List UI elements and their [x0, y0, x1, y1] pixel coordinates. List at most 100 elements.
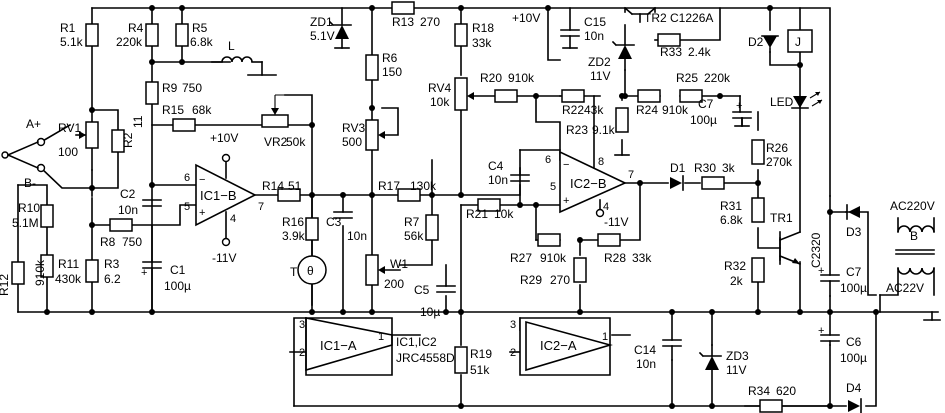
label-r7: R7	[404, 215, 420, 229]
relay-j: J	[787, 29, 813, 53]
label-r12: R12	[0, 274, 11, 296]
capacitor-c3	[333, 211, 353, 219]
resistor-r31	[751, 197, 765, 223]
zener-zd3	[698, 344, 722, 370]
label-r30: R30	[694, 161, 716, 175]
value-c1: 100µ	[164, 279, 191, 293]
label-r5: R5	[192, 21, 208, 35]
svg-text:+: +	[736, 100, 742, 112]
ic1b-label: IC1−B	[200, 188, 237, 203]
potentiometer-rv1[interactable]	[76, 121, 99, 149]
label-r28: R28	[604, 251, 626, 265]
opamp-ic1b: IC1−B − + 6 5 7 4	[184, 153, 264, 247]
label-r21: R21	[466, 207, 488, 221]
svg-text:+: +	[563, 195, 569, 207]
label-c5: C5	[414, 283, 430, 297]
value-r20: 910k	[508, 71, 535, 85]
ic2b-label: IC2−B	[570, 176, 607, 191]
transformer-label: B	[910, 229, 918, 243]
rail-ic1-positive: +10V	[210, 131, 238, 145]
resistor-r15	[172, 118, 196, 132]
label-r15: R15	[162, 103, 184, 117]
capacitor-c7-supply: +	[818, 265, 840, 297]
diodes	[328, 20, 862, 413]
label-led: LED	[770, 95, 794, 109]
label-r27: R27	[510, 251, 532, 265]
value-r8: 750	[122, 235, 142, 249]
capacitor-c14	[662, 339, 682, 361]
ic-note-line2: JRC4558D	[396, 351, 455, 365]
resistor-r6	[365, 54, 379, 81]
svg-text:4: 4	[230, 213, 236, 225]
value-zd2: 11V	[590, 69, 610, 83]
value-c4: 10n	[488, 173, 508, 187]
value-r23: 9.1k	[592, 123, 616, 137]
value-c3: 10n	[347, 229, 367, 243]
ic2a-label: IC2−A	[540, 338, 577, 353]
label-c7-relay: C7	[698, 97, 714, 111]
label-zd3: ZD3	[726, 349, 749, 363]
resistor-r2	[111, 129, 125, 153]
resistor-r19	[454, 346, 468, 374]
label-r26: R26	[766, 141, 788, 155]
value-r26: 270k	[766, 155, 793, 169]
capacitor-c2	[142, 199, 162, 207]
value-r29: 270	[550, 273, 570, 287]
terminal-common[interactable]	[1, 151, 9, 159]
resistor-r30	[701, 176, 725, 190]
transistor-tr2	[623, 6, 657, 23]
value-r5: 6.8k	[190, 35, 214, 49]
label-r11: R11	[58, 257, 79, 271]
resistor-r5	[175, 23, 189, 47]
potentiometer-w1[interactable]	[365, 254, 385, 286]
label-l: L	[228, 39, 235, 53]
capacitors: + + + +	[141, 29, 840, 361]
resistor-r24	[637, 89, 661, 103]
potentiometer-vr2[interactable]	[261, 94, 289, 128]
label-r29: R29	[520, 273, 542, 287]
resistor-r16	[305, 217, 319, 241]
label-r16: R16	[282, 215, 304, 229]
resistor-r3	[85, 259, 99, 283]
rail-top-positive: +10V	[512, 11, 540, 25]
resistor-r32	[751, 257, 765, 283]
potentiometer-rv4[interactable]	[454, 77, 474, 111]
svg-text:6: 6	[545, 154, 551, 166]
resistor-r8	[109, 218, 133, 232]
value-r33: 2.4k	[688, 45, 712, 59]
label-c14: C14	[634, 343, 656, 357]
label-b-minus: B-	[24, 176, 36, 190]
value-r2: 11	[131, 115, 145, 128]
resistor-r1	[85, 23, 99, 47]
label-r17: R17	[378, 179, 400, 193]
resistor-r14	[277, 188, 301, 202]
label-r19: R19	[470, 347, 492, 361]
resistor-r4	[145, 23, 159, 47]
resistor-r25	[679, 89, 703, 103]
value-r22: 43k	[584, 103, 604, 117]
label-r9: R9	[162, 81, 178, 95]
resistor-r7	[425, 214, 439, 241]
svg-text:3: 3	[299, 319, 305, 331]
capacitor-c5	[436, 285, 456, 293]
resistors	[11, 1, 783, 413]
label-c1: C1	[170, 263, 186, 277]
svg-text:3: 3	[510, 319, 516, 331]
label-r31: R31	[720, 199, 742, 213]
value-rv4: 10k	[430, 95, 450, 109]
label-d4: D4	[846, 381, 862, 395]
diode-d4	[848, 398, 862, 413]
value-c6: 100µ	[840, 351, 867, 365]
value-r11: 430k	[55, 272, 82, 286]
label-zd1: ZD1	[310, 15, 333, 29]
rail-ic1-negative: -11V	[212, 251, 236, 265]
value-tr2: C1226A	[670, 11, 713, 25]
value-r12: 910k	[33, 259, 47, 286]
potentiometer-rv3[interactable]	[365, 119, 385, 151]
value-r25: 220k	[704, 71, 731, 85]
value-r7: 56k	[404, 229, 424, 243]
svg-text:2: 2	[299, 347, 305, 359]
value-c7-relay: 100µ	[690, 113, 717, 127]
label-r23: R23	[566, 123, 588, 137]
